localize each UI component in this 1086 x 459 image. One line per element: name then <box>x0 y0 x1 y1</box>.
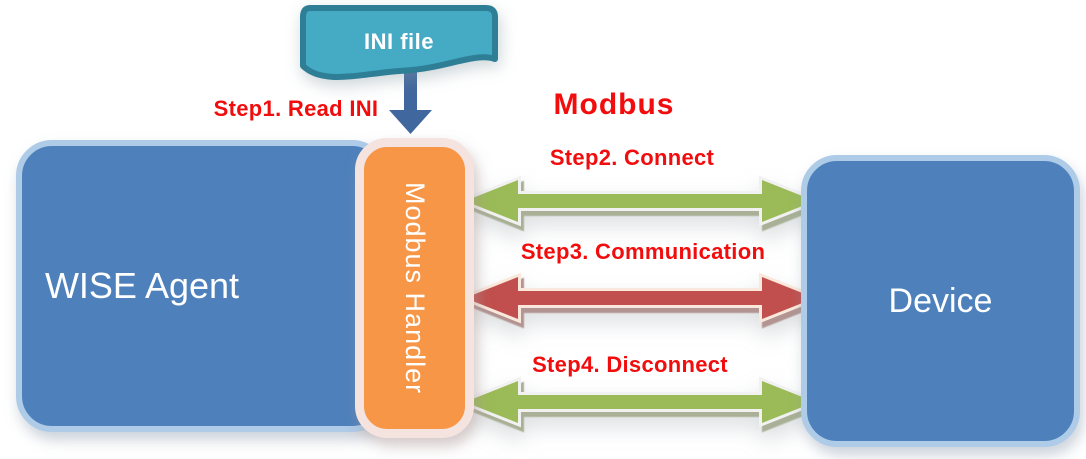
modbus-handler-label: Modbus Handler <box>400 181 430 395</box>
communication-double-arrow-icon <box>456 272 824 324</box>
device-label: Device <box>888 281 993 320</box>
ini-file-label: INI file <box>363 29 434 54</box>
disconnect-double-arrow-icon <box>456 376 824 428</box>
step2-label: Step2. Connect <box>549 145 715 170</box>
device-node: Device <box>801 155 1080 447</box>
wise-agent-node: WISE Agent <box>16 140 388 432</box>
modbus-handler-node: Modbus Handler <box>355 138 474 438</box>
read-ini-down-arrow-icon <box>374 64 447 136</box>
step4-label: Step4. Disconnect <box>532 352 728 377</box>
modbus-title: Modbus <box>553 88 675 121</box>
document-shape-icon <box>300 5 498 80</box>
ini-file-document-shape <box>296 4 502 86</box>
step1-label: Step1. Read INI <box>213 96 379 121</box>
wise-agent-label: WISE Agent <box>44 265 240 306</box>
step3-label: Step3. Communication <box>520 239 766 264</box>
connect-double-arrow-icon <box>456 175 824 227</box>
